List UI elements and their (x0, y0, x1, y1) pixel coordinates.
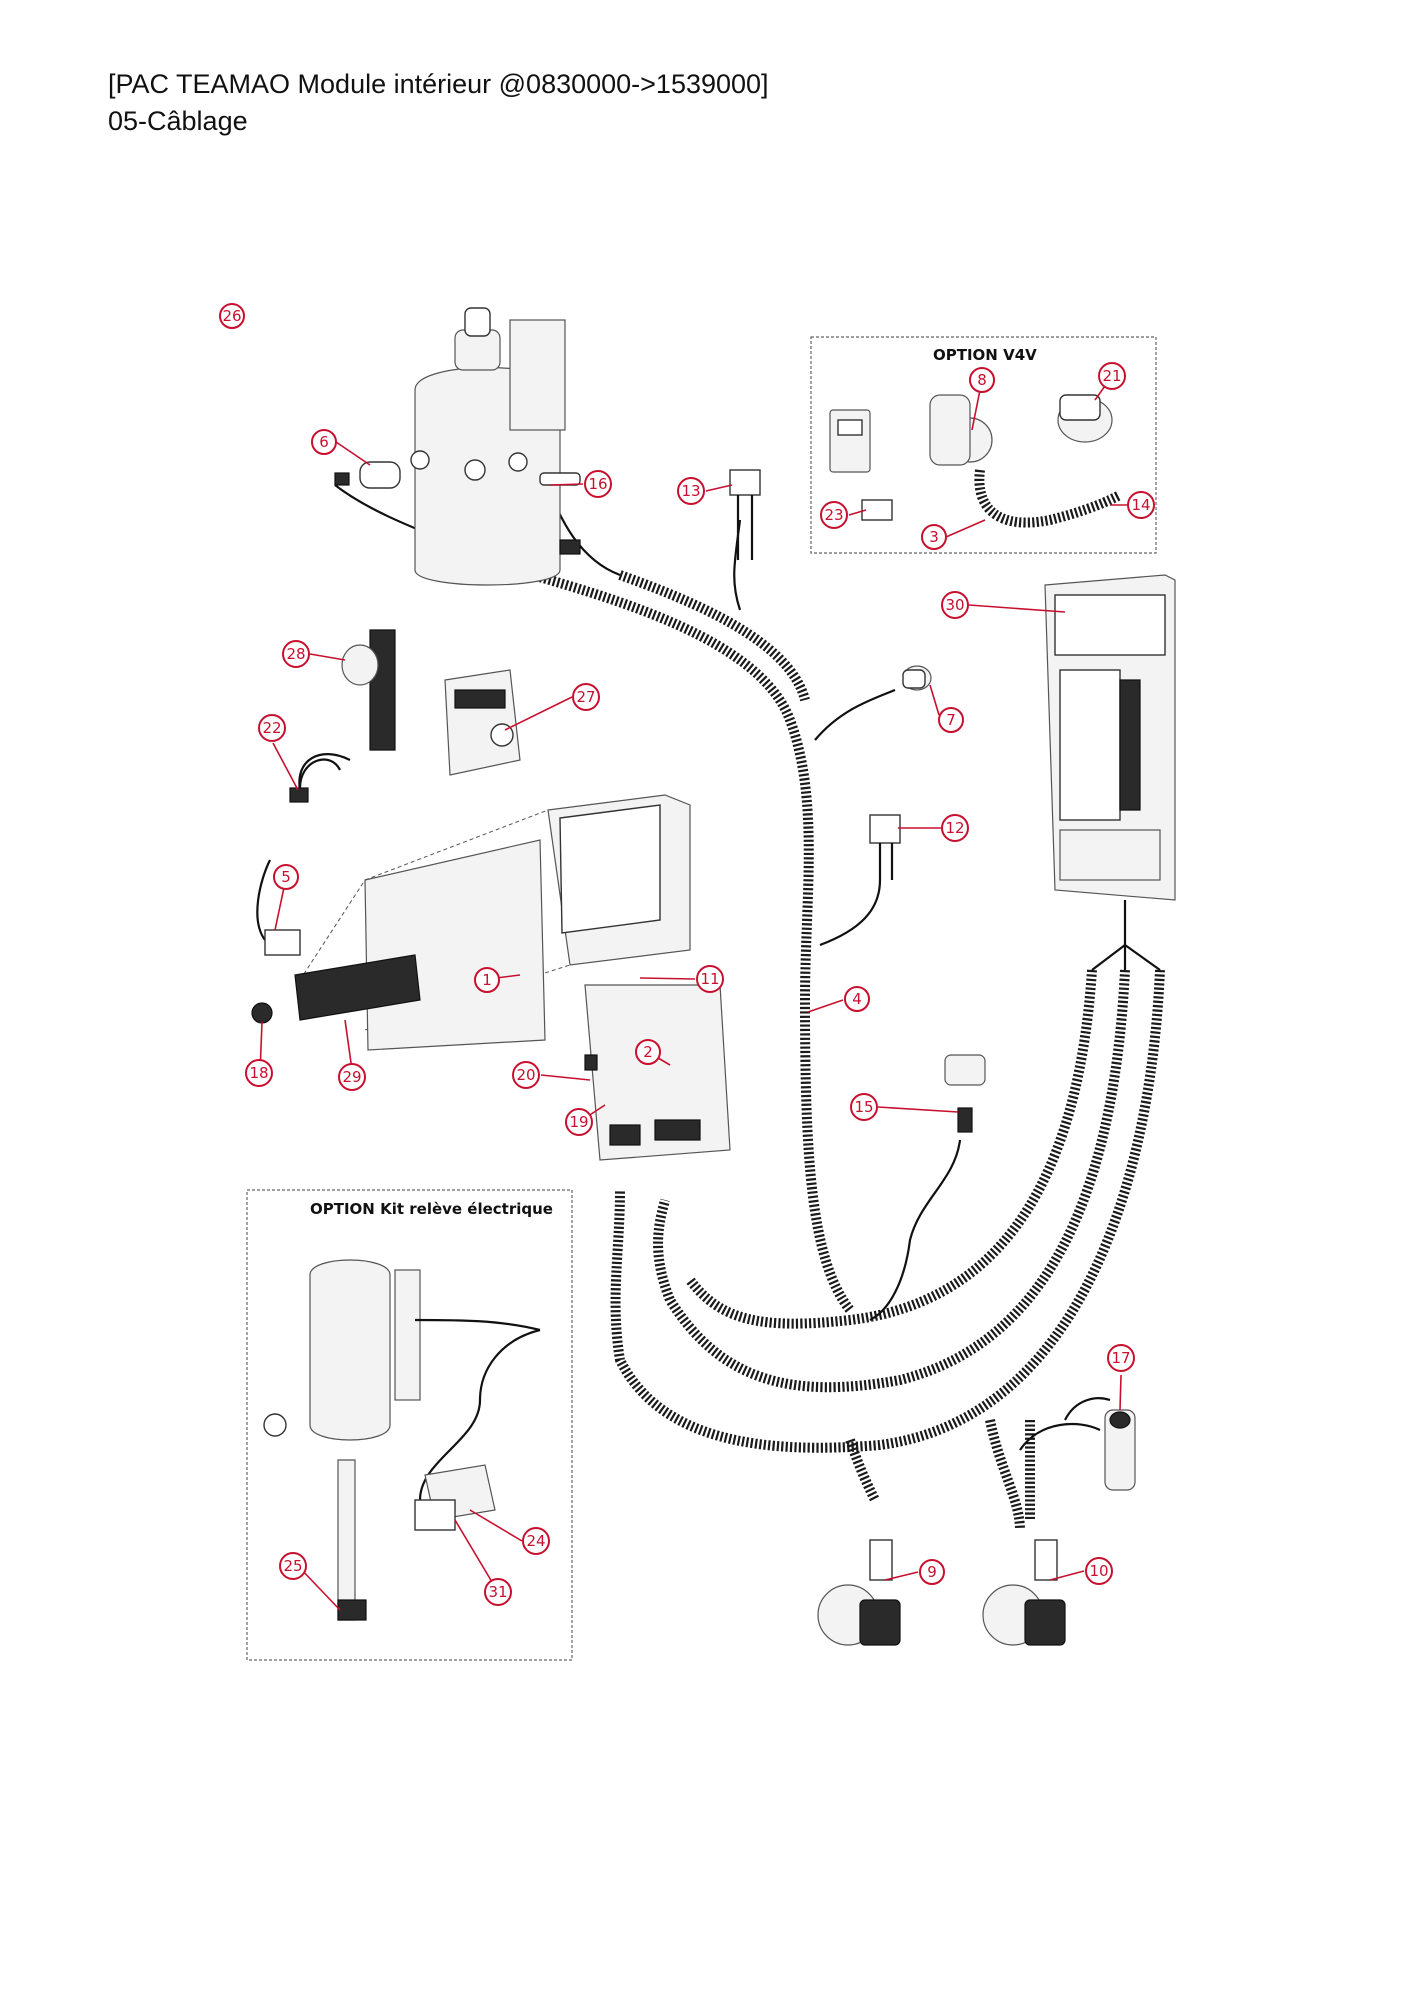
callout-7: 7 (938, 707, 964, 733)
kit-tank (263, 1259, 421, 1441)
svg-text:4: 4 (852, 990, 862, 1008)
svg-text:11: 11 (700, 970, 719, 988)
flowmeter-17 (1104, 1409, 1136, 1491)
callout-17: 17 (1107, 1344, 1135, 1372)
svg-text:29: 29 (342, 1068, 361, 1086)
connector-22 (289, 758, 341, 803)
callout-25: 25 (279, 1552, 307, 1580)
cable-harness (513, 565, 1165, 1531)
flow-sensor-15 (944, 1054, 986, 1133)
svg-text:30: 30 (945, 596, 964, 614)
svg-text:6: 6 (319, 433, 329, 451)
callout-20: 20 (512, 1061, 540, 1089)
svg-text:27: 27 (576, 688, 595, 706)
v4v-valve-8 (929, 394, 993, 466)
svg-text:2: 2 (643, 1043, 653, 1061)
callout-19: 19 (565, 1108, 593, 1136)
callout-2: 2 (635, 1039, 661, 1065)
svg-text:20: 20 (516, 1066, 535, 1084)
svg-text:8: 8 (977, 371, 987, 389)
callout-14: 14 (1127, 491, 1155, 519)
svg-text:17: 17 (1111, 1349, 1130, 1367)
svg-text:3: 3 (929, 528, 939, 546)
svg-text:22: 22 (262, 719, 281, 737)
callout-30: 30 (941, 591, 969, 619)
callout-28: 28 (282, 640, 310, 668)
svg-text:18: 18 (249, 1064, 268, 1082)
svg-text:21: 21 (1102, 367, 1121, 385)
sensor-wire-31 (414, 1318, 541, 1332)
page-header: [PAC TEAMAO Module intérieur @0830000->1… (108, 66, 769, 140)
sensor-7 (902, 665, 932, 691)
control-box-assembly (251, 794, 731, 1161)
callout-29: 29 (338, 1063, 366, 1091)
v4v-motor-21 (1057, 394, 1113, 443)
callout-16: 16 (584, 470, 612, 498)
callout-26: 26 (219, 303, 245, 329)
callout-15: 15 (850, 1093, 878, 1121)
svg-text:24: 24 (526, 1532, 545, 1550)
pressure-sensor-6 (334, 461, 401, 489)
probe-12 (869, 814, 901, 880)
svg-text:16: 16 (588, 475, 607, 493)
section-subtitle: 05-Câblage (108, 106, 248, 136)
outdoor-sensor-28 (341, 629, 396, 751)
svg-text:14: 14 (1131, 496, 1150, 514)
v4v-harness-3 (974, 469, 1123, 528)
svg-text:25: 25 (283, 1557, 302, 1575)
callout-4: 4 (844, 986, 870, 1012)
svg-text:31: 31 (488, 1583, 507, 1601)
callout-12: 12 (941, 814, 969, 842)
svg-text:19: 19 (569, 1113, 588, 1131)
document-title: [PAC TEAMAO Module intérieur @0830000->1… (108, 69, 769, 99)
callout-9: 9 (919, 1559, 945, 1585)
option-kit-frame (246, 1189, 573, 1661)
hydraulic-module-tank (410, 307, 566, 586)
room-regulator-27 (444, 669, 521, 776)
callout-23: 23 (820, 501, 848, 529)
svg-text:10: 10 (1089, 1562, 1108, 1580)
callout-18: 18 (245, 1059, 273, 1087)
svg-text:5: 5 (281, 868, 291, 886)
probe-13 (729, 469, 761, 560)
svg-text:1: 1 (482, 971, 492, 989)
callout-1: 1 (474, 967, 500, 993)
callout-24: 24 (522, 1527, 550, 1555)
thermostat-24 (414, 1464, 496, 1531)
electrical-cabinet-30 (1044, 574, 1176, 901)
callout-11: 11 (696, 965, 724, 993)
circulator-pump-10 (982, 1539, 1066, 1646)
v4v-thermostat-23 (829, 409, 893, 521)
callout-8: 8 (969, 367, 995, 393)
callout-31: 31 (484, 1578, 512, 1606)
immersion-heater-25 (337, 1459, 367, 1621)
svg-text:9: 9 (927, 1563, 937, 1581)
callout-22: 22 (258, 714, 286, 742)
option-v4v-frame (810, 336, 1157, 554)
callout-5: 5 (273, 864, 299, 890)
svg-text:28: 28 (286, 645, 305, 663)
svg-text:7: 7 (946, 711, 956, 729)
circulator-pump-9 (817, 1539, 901, 1646)
svg-text:13: 13 (681, 482, 700, 500)
option-v4v-title: OPTION V4V (933, 346, 1037, 364)
callout-3: 3 (921, 524, 947, 550)
option-kit-title: OPTION Kit relève électrique (310, 1200, 553, 1218)
callout-13: 13 (677, 477, 705, 505)
callout-6: 6 (311, 429, 337, 455)
svg-text:23: 23 (824, 506, 843, 524)
callout-10: 10 (1085, 1557, 1113, 1585)
callout-27: 27 (572, 683, 600, 711)
svg-text:15: 15 (854, 1098, 873, 1116)
svg-text:12: 12 (945, 819, 964, 837)
svg-text:26: 26 (222, 307, 241, 325)
callout-21: 21 (1098, 362, 1126, 390)
